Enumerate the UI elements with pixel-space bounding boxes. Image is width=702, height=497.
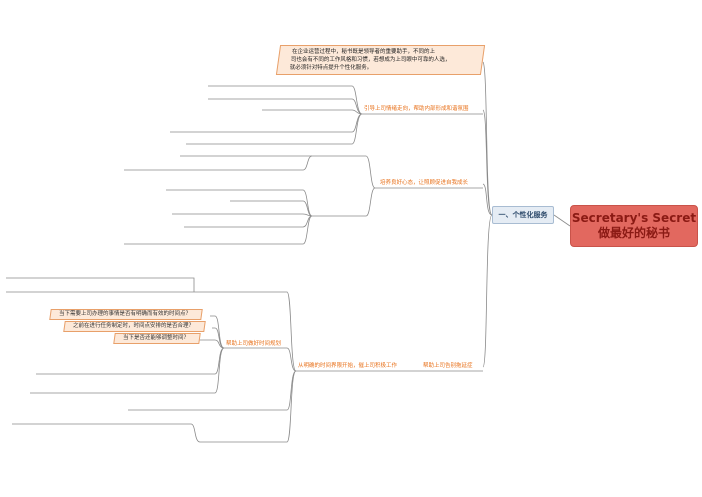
intro-line: 司也会有不同的工作风格和习惯，若想成为上司眼中可靠的人选， xyxy=(290,56,451,63)
intro-line: 就必须针对特点提升个性化服务。 xyxy=(289,64,373,71)
central-topic-title: Secretary's Secret xyxy=(571,211,697,225)
procrastination-method-2[interactable]: 帮助上司做好时间规划 xyxy=(226,341,282,347)
time-plan-question[interactable]: 当下是否还能够调整时间？ xyxy=(113,333,201,344)
subtopic-mindset[interactable]: 培养良好心态，让照顾促进自我成长 xyxy=(380,180,469,186)
central-topic-subtitle: 做最好的秘书 xyxy=(597,226,670,240)
subtopic-emotions[interactable]: 引导上司情绪走向，帮助内部形成和谐氛围 xyxy=(364,106,469,112)
intro-line: 在企业运营过程中，秘书既是领导者的重要助手，不同的上 xyxy=(291,49,436,55)
subtopic-procrastination[interactable]: 帮助上司告别拖延症 xyxy=(423,363,473,369)
central-topic[interactable]: Secretary's Secret 做最好的秘书 xyxy=(570,205,698,247)
time-plan-question[interactable]: 当下需要上司办理的事情是否有明确而有效的时间点？ xyxy=(49,309,203,320)
time-plan-question[interactable]: 之前在进行任务制定时，时间点安排的是否合理？ xyxy=(63,321,206,332)
procrastination-time-limit[interactable]: 从明确的时间界限开始，催上司积极工作 xyxy=(298,363,398,369)
main-branch[interactable]: 一、个性化服务 xyxy=(492,206,554,224)
intro-callout[interactable]: 在企业运营过程中，秘书既是领导者的重要助手，不同的上 司也会有不同的工作风格和习… xyxy=(275,45,486,75)
